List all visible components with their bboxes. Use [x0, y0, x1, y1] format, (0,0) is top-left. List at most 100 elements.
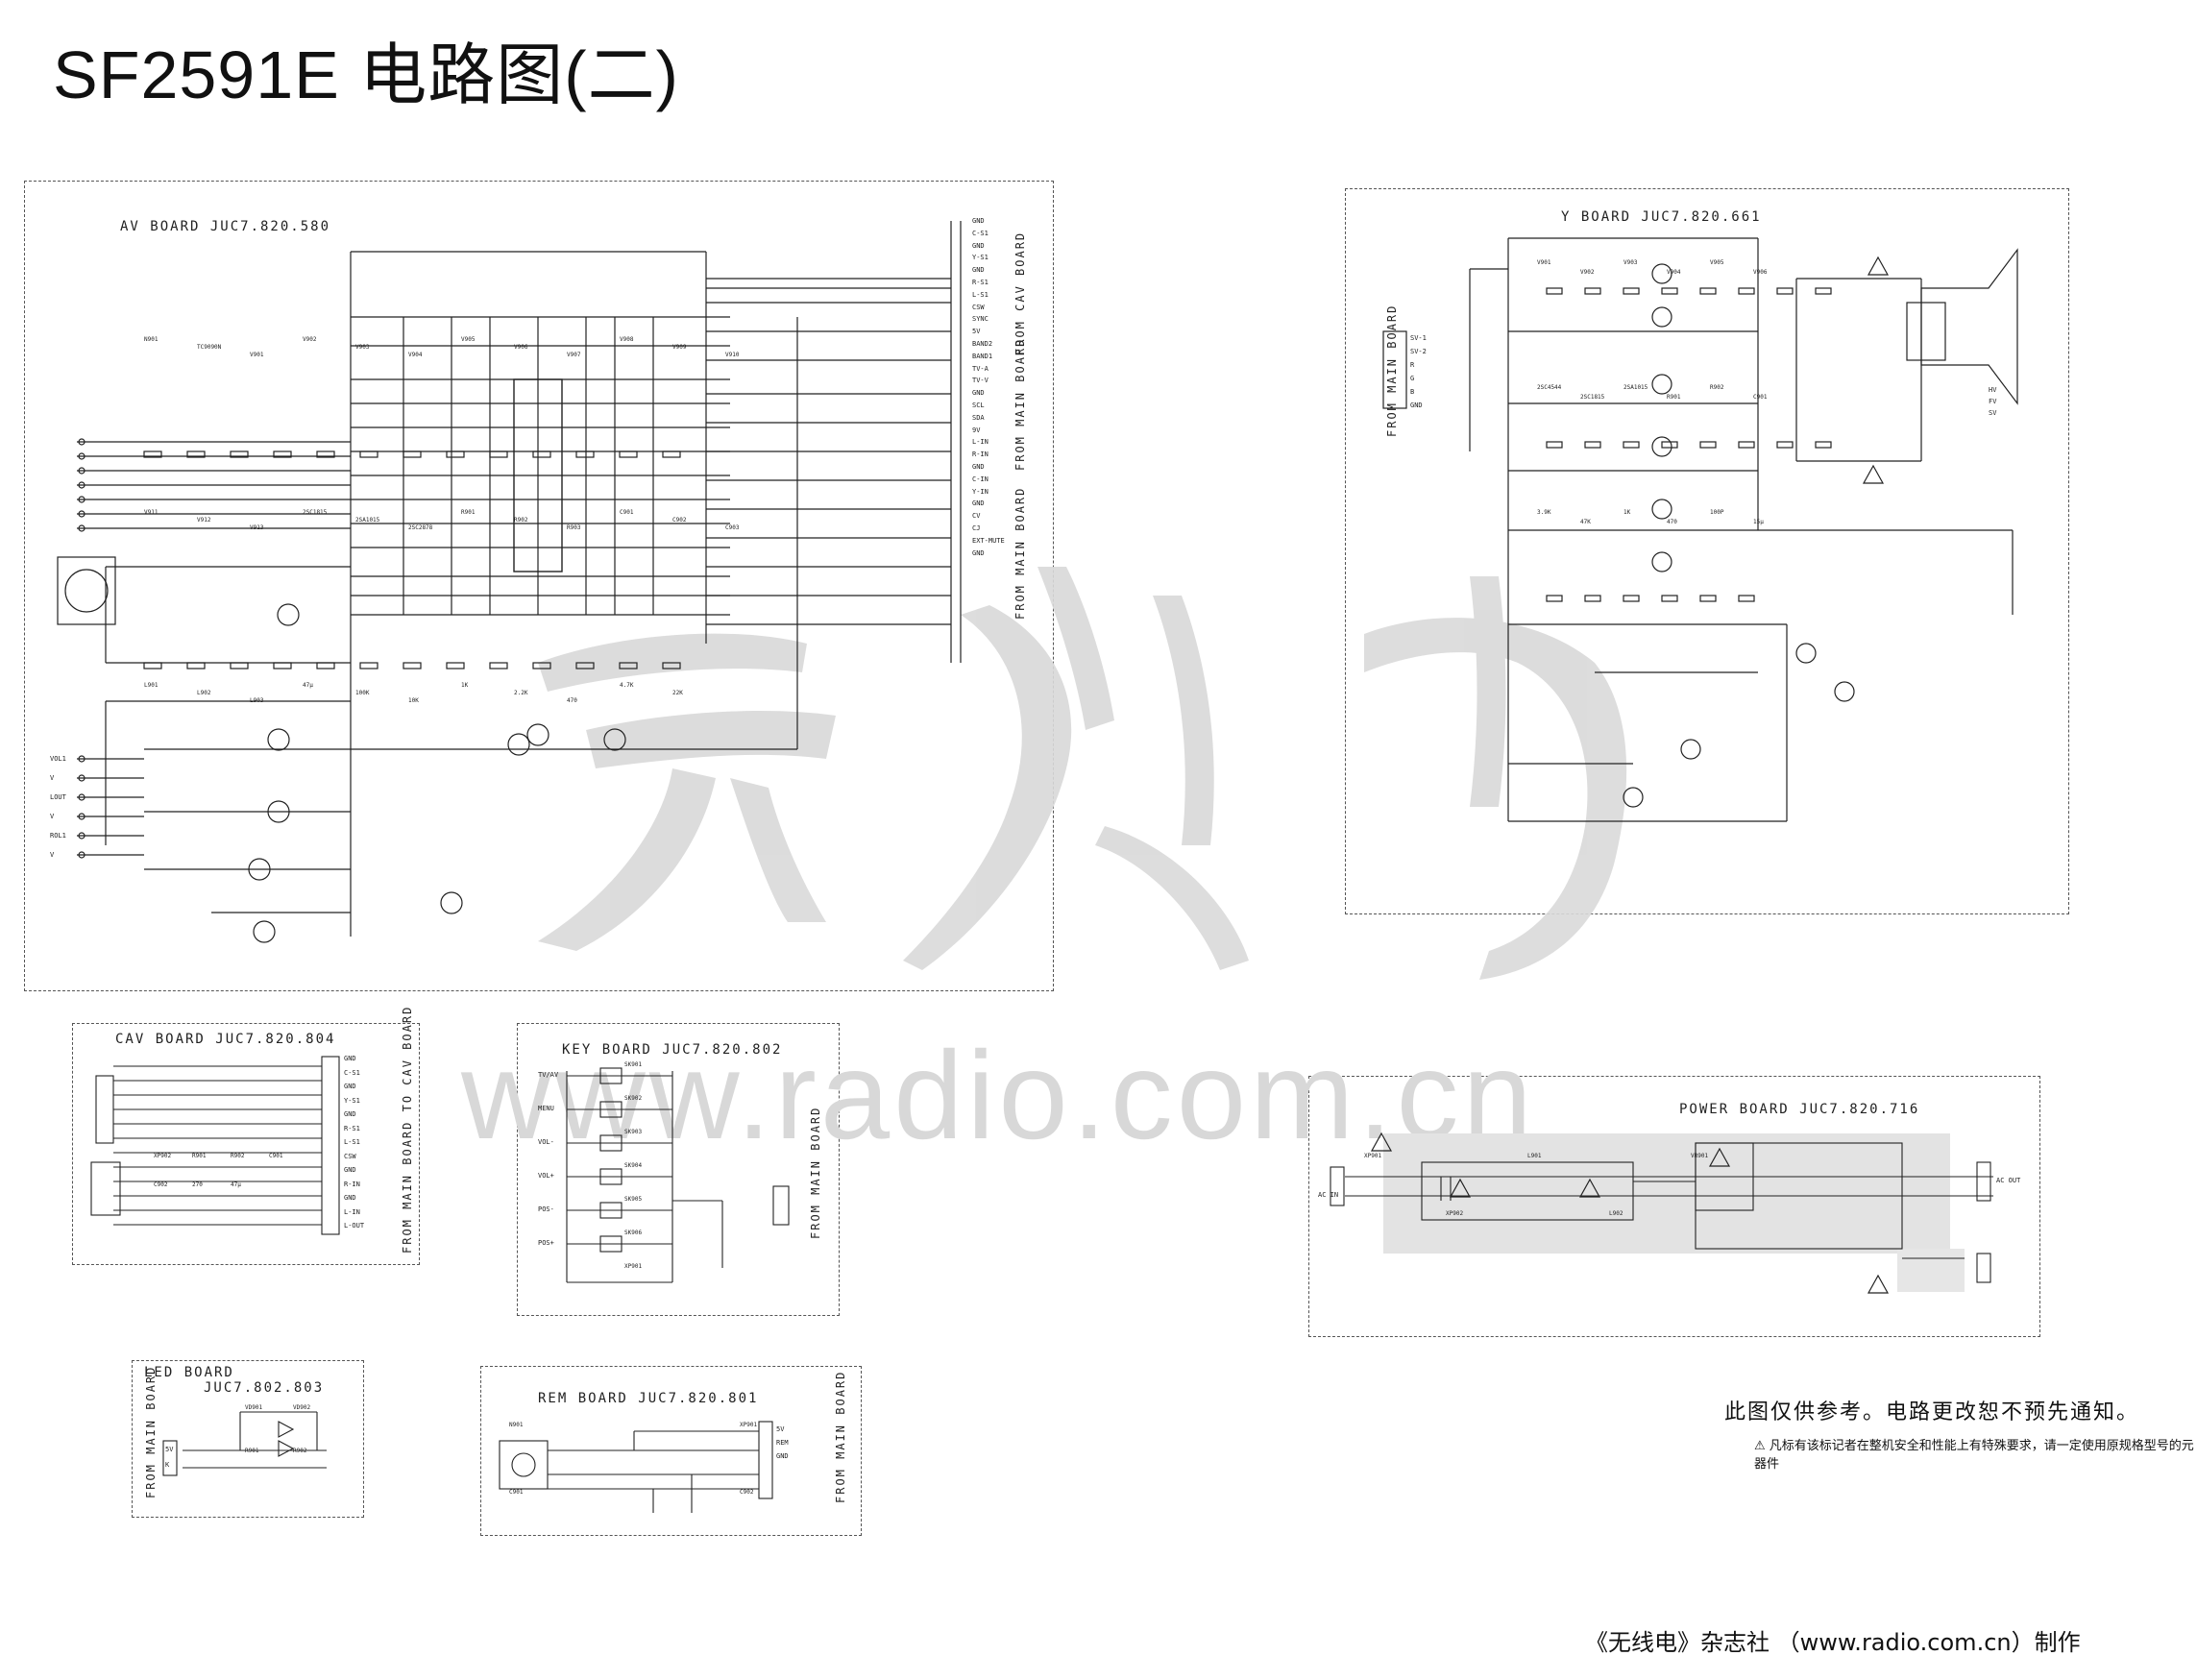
cav-component-5: 270 — [192, 1181, 203, 1188]
rem-pin-2: GND — [776, 1452, 789, 1460]
resistor-symbol — [532, 450, 551, 458]
resistor-symbol — [186, 662, 206, 670]
safety-note: ⚠ 凡标有该标记者在整机安全和性能上有特殊要求，请一定使用原规格型号的元器件 — [1754, 1439, 2194, 1472]
jack-terminal — [78, 524, 85, 532]
xp901-pin-5: V — [50, 851, 55, 859]
av-component-17: 2SC2878 — [408, 524, 433, 531]
av-component-0: N901 — [144, 336, 159, 343]
key-switch-symbol — [599, 1067, 622, 1084]
av-component-32: 470 — [567, 697, 577, 704]
power-ac-out-label: AC OUT — [1996, 1177, 2021, 1184]
rem-component-0: N901 — [509, 1422, 524, 1428]
cav-component-6: 47μ — [231, 1181, 241, 1188]
cav-pin-8: GND — [344, 1166, 356, 1174]
av-component-13: V912 — [197, 517, 211, 523]
y-component-7: 2SC1815 — [1580, 394, 1605, 401]
cav-pin-7: CSW — [344, 1152, 356, 1160]
av-board-wiring — [57, 221, 962, 943]
xp906-pin-13: TV-V — [972, 377, 989, 385]
key-board-label: KEY BOARD JUC7.820.802 — [562, 1042, 783, 1058]
rem-board-wiring — [499, 1421, 773, 1513]
transistor-symbol — [1651, 436, 1672, 457]
rem-component-2: C901 — [509, 1489, 524, 1496]
resistor-symbol — [619, 450, 638, 458]
transistor-symbol — [603, 728, 626, 751]
resistor-symbol — [1738, 595, 1755, 602]
jack-terminal — [78, 510, 85, 518]
xp906-pin-23: GND — [972, 499, 985, 508]
xp901-pin-4: ROL1 — [50, 832, 66, 840]
resistor-symbol — [489, 450, 508, 458]
key-switch-symbol — [599, 1134, 622, 1152]
resistor-symbol — [575, 662, 595, 670]
jack-terminal — [78, 496, 85, 503]
transistor-symbol — [277, 603, 300, 626]
resistor-symbol — [662, 662, 681, 670]
key-switch-symbol — [599, 1168, 622, 1185]
av-component-12: V911 — [144, 509, 159, 516]
xp901-pin-3: V — [50, 813, 55, 820]
page-title: SF2591E 电路图(二) — [53, 37, 679, 112]
y-component-9: R901 — [1667, 394, 1681, 401]
transistor-symbol — [267, 800, 290, 823]
av-component-31: 2.2K — [514, 690, 528, 696]
cav-component-2: R902 — [231, 1153, 245, 1159]
resistor-symbol — [1584, 441, 1601, 449]
resistor-symbol — [403, 450, 422, 458]
power-component-1: XP902 — [1446, 1210, 1464, 1217]
led-component-1: VD902 — [293, 1404, 311, 1411]
cav-component-1: R901 — [192, 1153, 207, 1159]
led-component-0: VD901 — [245, 1404, 263, 1411]
xp906-pin-14: GND — [972, 389, 985, 398]
jack-terminal — [78, 774, 85, 782]
y-component-15: 470 — [1667, 519, 1677, 525]
xp906-pin-16: SDA — [972, 413, 985, 422]
resistor-symbol — [1738, 441, 1755, 449]
y-input-pin-4: B — [1410, 388, 1415, 396]
power-board-frame — [1308, 1076, 2040, 1337]
cav-pin-0: GND — [344, 1055, 356, 1062]
key-label-2: VOL- — [538, 1138, 554, 1146]
xp906-pin-6: L-S1 — [972, 290, 989, 299]
resistor-symbol — [1776, 287, 1794, 295]
y-input-pin-2: R — [1410, 361, 1415, 369]
key-component-5: SK906 — [624, 1230, 643, 1236]
transistor-symbol — [440, 891, 463, 914]
resistor-symbol — [662, 450, 681, 458]
led-pin-1: K — [165, 1461, 170, 1469]
xp906-pin-22: Y-IN — [972, 487, 989, 496]
resistor-symbol — [143, 450, 162, 458]
led-board-wiring — [162, 1411, 327, 1476]
av-component-21: C901 — [620, 509, 634, 516]
jack-terminal — [78, 793, 85, 801]
key-label-3: VOL+ — [538, 1172, 554, 1180]
av-component-3: V902 — [303, 336, 317, 343]
led-board-label-2: JUC7.802.803 — [204, 1380, 325, 1396]
key-board-frame — [517, 1023, 840, 1316]
jack-terminal — [78, 438, 85, 446]
resistor-symbol — [1815, 287, 1832, 295]
av-component-28: 100K — [355, 690, 370, 696]
transistor-symbol — [267, 728, 290, 751]
y-component-5: V906 — [1753, 269, 1768, 276]
transistor-symbol — [507, 733, 530, 756]
av-component-8: V907 — [567, 352, 581, 358]
resistor-symbol — [359, 662, 378, 670]
cav-pin-6: L-S1 — [344, 1138, 360, 1146]
av-component-20: R903 — [567, 524, 581, 531]
y-input-pin-0: SV-1 — [1410, 334, 1427, 342]
xp906-pin-24: CV — [972, 512, 981, 521]
xp906-pin-20: GND — [972, 463, 985, 471]
jack-terminal — [78, 851, 85, 859]
xp906-pin-9: 5V — [972, 328, 981, 336]
transistor-symbol — [1651, 374, 1672, 395]
rem-board-label: REM BOARD JUC7.820.801 — [538, 1391, 759, 1406]
av-component-19: R902 — [514, 517, 528, 523]
resistor-symbol — [1623, 287, 1640, 295]
resistor-symbol — [1623, 595, 1640, 602]
xp906-pin-0: GND — [972, 217, 985, 225]
led-pin-0: 5V — [165, 1446, 174, 1453]
transistor-symbol — [1623, 787, 1644, 808]
xp901-pin-1: V — [50, 774, 55, 782]
